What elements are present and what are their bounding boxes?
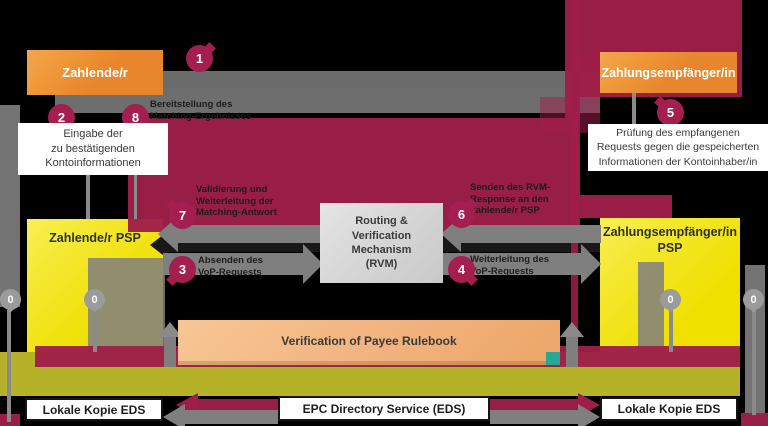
- payee-box: Zahlungsempfänger/in: [600, 52, 737, 93]
- step1-badge: 1: [186, 45, 213, 72]
- step3-label: Absenden des VoP-Requests: [198, 255, 263, 278]
- step5-note: Prüfung des empfangenen Requests gegen d…: [588, 124, 768, 171]
- eds-label: EPC Directory Service (EDS): [302, 401, 466, 416]
- sync-left-gray-head: [163, 404, 185, 426]
- teal-marker: [546, 352, 560, 365]
- step2-note: Eingabe der zu bestätigenden Kontoinform…: [18, 123, 168, 175]
- step0-badge-1: 0: [0, 289, 21, 310]
- zero2-line: [93, 310, 97, 352]
- sync-right-crimson-shaft: [490, 399, 578, 412]
- band-left-outer: [0, 105, 20, 307]
- note2-line: [86, 175, 90, 219]
- step4-badge: 4: [448, 256, 475, 283]
- arrow-step7-shaft: [178, 225, 320, 243]
- step6-badge: 6: [448, 201, 475, 228]
- sync-left-gray-shaft: [185, 410, 278, 424]
- rulebook-arrow-left-shaft: [164, 336, 176, 367]
- arrow-step3-shaft: [163, 253, 305, 275]
- step3-badge: 3: [169, 256, 196, 283]
- crimson-column-mid: [571, 97, 578, 347]
- step8-label: Bereitstellung des Matching-Ergebnisses: [150, 99, 252, 122]
- sync-right-gray-shaft: [490, 410, 578, 424]
- step7-label: Validierung und Weiterleitung der Matchi…: [196, 184, 277, 219]
- badge5-line: [632, 93, 636, 124]
- arrow-step4-shaft: [443, 253, 581, 275]
- local-copy-eds-right-box: Lokale Kopie EDS: [600, 397, 738, 421]
- step7-badge: 7: [169, 202, 196, 229]
- eds-box: EPC Directory Service (EDS): [278, 396, 490, 421]
- payer-box: Zahlende/r: [27, 50, 163, 95]
- rulebook-arrow-left-head: [158, 322, 182, 337]
- zero1-line: [7, 310, 11, 422]
- crimson-block-right-muted: [540, 97, 572, 133]
- arrow-step6-shaft: [461, 225, 601, 243]
- step0-badge-4: 0: [743, 289, 764, 310]
- arrow-step4-head: [581, 244, 601, 284]
- local-copy-eds-left-label: Lokale Kopie EDS: [42, 402, 146, 417]
- step5-badge: 5: [657, 99, 684, 126]
- crimson-corner-right: [741, 413, 768, 426]
- step4-label: Weiterleitung des VoP-Requests: [470, 254, 550, 277]
- rvm-label: Routing & Verification Mechanism (RVM): [351, 215, 412, 271]
- step0-badge-3: 0: [660, 289, 681, 310]
- payee-label: Zahlungsempfänger/in: [601, 65, 736, 80]
- rulebook-arrow-right-shaft: [566, 336, 578, 367]
- sync-right-gray-head: [578, 404, 600, 426]
- rvm-box: Routing & Verification Mechanism (RVM): [320, 203, 443, 283]
- badge8-line: [134, 131, 137, 219]
- payer-label: Zahlende/r: [62, 65, 128, 80]
- rulebook-label: Verification of Payee Rulebook: [281, 333, 457, 348]
- zero3-line: [669, 310, 673, 352]
- arrow-step3-head: [303, 244, 323, 284]
- sync-left-crimson-shaft: [198, 399, 278, 412]
- rulebook-box: Verification of Payee Rulebook: [178, 320, 560, 365]
- zero4-line: [752, 310, 756, 415]
- payer-psp-label: Zahlende/r PSP: [49, 231, 141, 245]
- crimson-arm: [580, 195, 672, 218]
- band-right-inner: [638, 262, 664, 352]
- payee-psp-label: Zahlungsempfänger/in PSP: [602, 225, 738, 255]
- step6-label: Senden des RVM- Response an den Zahlende…: [470, 182, 551, 217]
- arrow-step1-upper: [163, 71, 600, 88]
- rulebook-arrow-right-head: [560, 322, 584, 337]
- local-copy-eds-left-box: Lokale Kopie EDS: [25, 398, 163, 421]
- step0-badge-2: 0: [84, 289, 105, 310]
- local-copy-eds-right-label: Lokale Kopie EDS: [617, 402, 721, 416]
